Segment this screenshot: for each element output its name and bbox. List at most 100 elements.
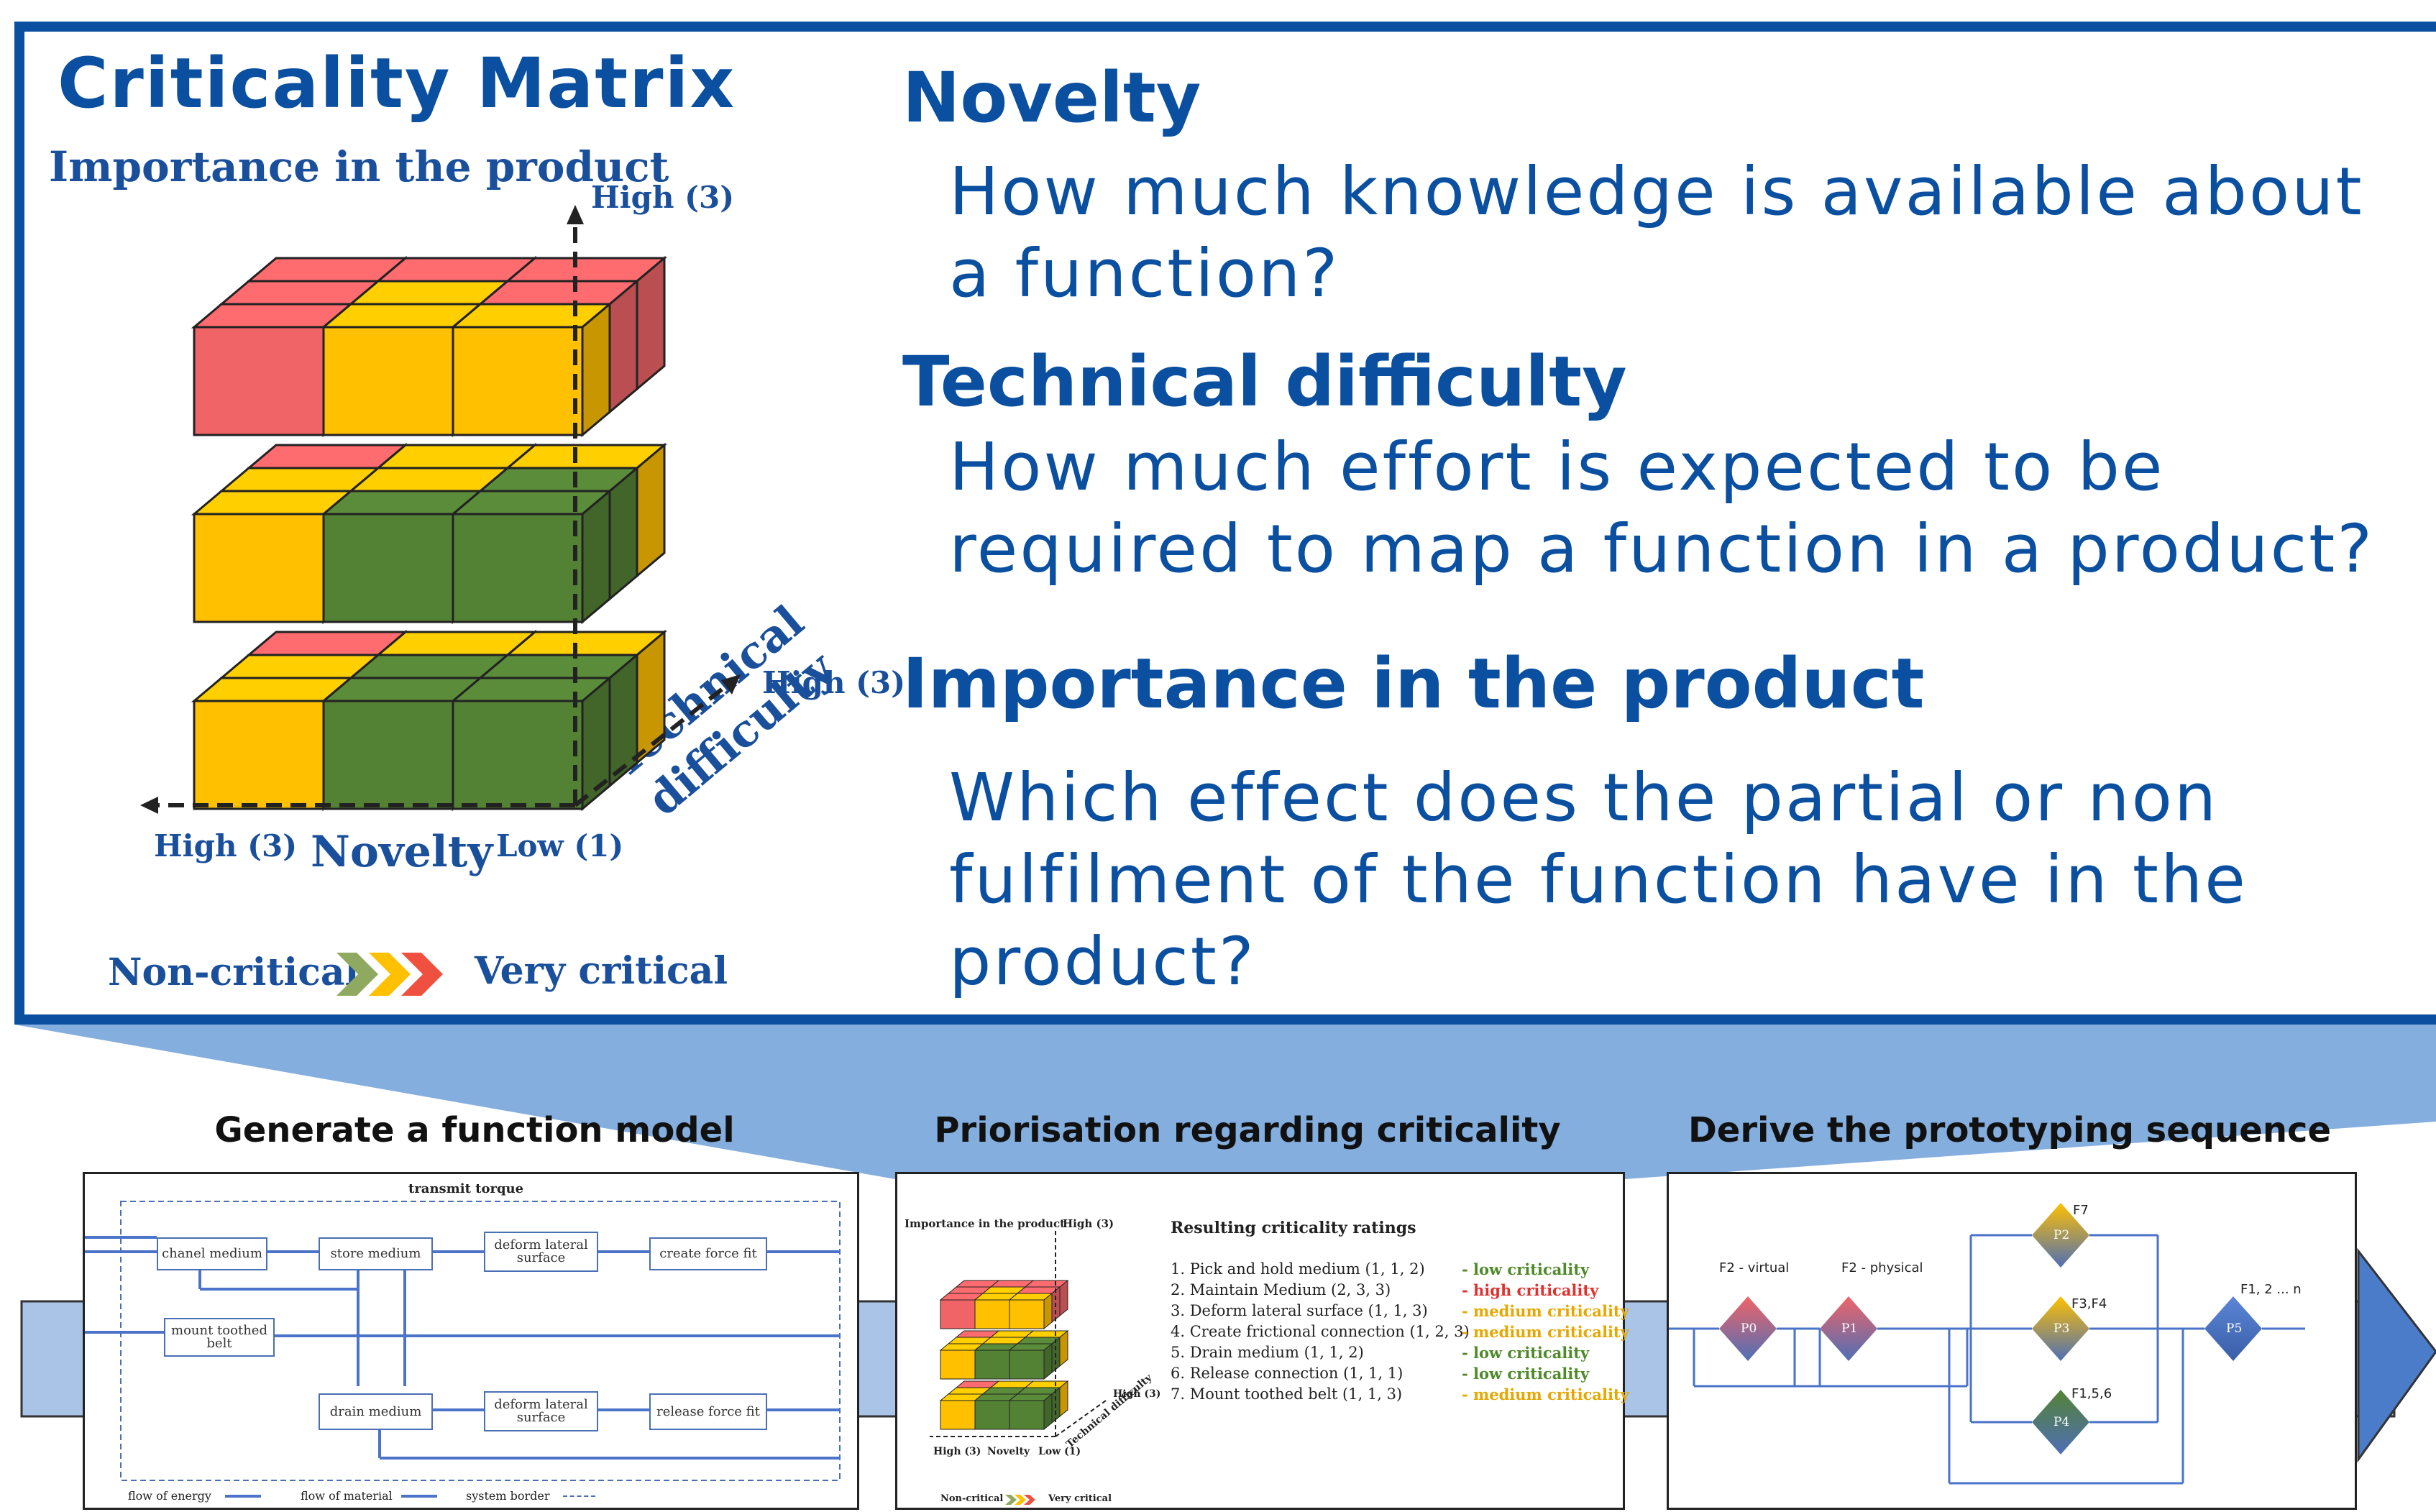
- cube-front-face: [974, 1400, 1010, 1430]
- seq-label-f156: F1,5,6: [2071, 1386, 2112, 1401]
- rating-item: 7. Mount toothed belt (1, 1, 3): [1171, 1385, 1403, 1403]
- legend-non-critical: Non-critical: [108, 950, 360, 994]
- node-p0-shape: [1719, 1296, 1777, 1361]
- rating-row: 3. Deform lateral surface (1, 1, 3) - med…: [1171, 1302, 1629, 1322]
- mini-legend-high: Very critical: [1048, 1493, 1112, 1504]
- fm-box-create-force-fit: create force fit: [649, 1237, 767, 1270]
- cube-side-face: [581, 301, 611, 438]
- cube-front-face: [940, 1299, 976, 1329]
- function-model-title: transmit torque: [408, 1181, 524, 1196]
- importance-description: Which effect does the partial or non ful…: [949, 757, 2248, 1003]
- cube-side-face: [1043, 1393, 1053, 1431]
- cube-side-face: [608, 278, 638, 415]
- criticality-cube-matrix: [140, 205, 741, 814]
- technical-line-1: How much effort is expected to be: [949, 429, 2165, 505]
- rating-row: 6. Release connection (1, 1, 1) - low cri…: [1171, 1365, 1624, 1385]
- x-axis-label: Novelty: [311, 827, 493, 877]
- rating-item: 6. Release connection (1, 1, 1): [1171, 1365, 1404, 1382]
- chevron-yellow: [369, 953, 411, 996]
- y-axis-arrow: [567, 205, 584, 224]
- cube-side-face: [581, 488, 611, 625]
- cube-front-face: [1009, 1400, 1045, 1430]
- legend-system-border: system border: [466, 1489, 550, 1503]
- rating-item: 1. Pick and hold medium (1, 1, 2): [1171, 1260, 1425, 1278]
- mini-depth-high: High (3): [1113, 1388, 1161, 1400]
- fm-box-deform-lateral-1: deform lateral surface: [484, 1232, 598, 1272]
- rating-row: 2. Maintain Medium (2, 3, 3)- high criti…: [1171, 1281, 1624, 1301]
- rating-level: - low criticality: [1462, 1344, 1590, 1362]
- cube-front-face: [940, 1350, 976, 1380]
- function-model-panel: transmit torque chanel medium store medi…: [83, 1172, 859, 1510]
- fm-box-store-medium: store medium: [319, 1237, 433, 1270]
- rating-level: - low criticality: [1462, 1365, 1590, 1383]
- mini-x-label: Novelty: [987, 1446, 1030, 1457]
- main-frame: [14, 22, 2436, 1025]
- sequence-diagram: [1669, 1203, 2305, 1485]
- cube-side-face: [1059, 1329, 1068, 1367]
- seq-label-f2-virtual: F2 - virtual: [1719, 1260, 1790, 1275]
- y-high-label: High (3): [591, 180, 735, 215]
- node-p1-shape: [1820, 1296, 1877, 1361]
- node-p0-label: P0: [1741, 1321, 1757, 1336]
- heading-novelty: Novelty: [902, 58, 1201, 138]
- y-axis-label: Importance in the product: [49, 142, 669, 191]
- fm-box-release-force-fit: release force fit: [649, 1393, 767, 1430]
- rating-item: 3. Deform lateral surface (1, 1, 3): [1171, 1302, 1428, 1319]
- rating-level: - high criticality: [1462, 1281, 1599, 1299]
- mini-x-high: High (3): [933, 1446, 981, 1457]
- mini-cube-matrix: [930, 1228, 1107, 1437]
- node-p1-label: P1: [1841, 1321, 1858, 1336]
- cube-side-face: [1043, 1342, 1053, 1380]
- cube-front-face: [193, 326, 325, 436]
- mini-depth-axis: [1055, 1400, 1107, 1437]
- cube-front-face: [452, 326, 584, 436]
- cube-front-face: [1009, 1350, 1045, 1380]
- cube-side-face: [1059, 1380, 1068, 1418]
- legend-energy-arrow: [225, 1495, 261, 1498]
- importance-line-2: fulfilment of the function have in the: [949, 841, 2248, 918]
- rating-row: 1. Pick and hold medium (1, 1, 2) - low c…: [1171, 1260, 1624, 1280]
- ratings-title: Resulting criticality ratings: [1171, 1219, 1416, 1237]
- matrix-title: Criticality Matrix: [58, 43, 736, 124]
- rating-row: 5. Drain medium (1, 1, 2) - low criticali…: [1171, 1344, 1624, 1364]
- cube-front-face: [452, 700, 584, 810]
- function-model-connectors: [85, 1201, 841, 1481]
- cube-front-face: [974, 1350, 1010, 1380]
- fm-box-drain-medium: drain medium: [319, 1393, 433, 1430]
- seq-label-f3f4: F3,F4: [2071, 1296, 2107, 1311]
- node-p2-shape: [2032, 1203, 2089, 1268]
- node-p5-shape: [2204, 1296, 2262, 1361]
- mini-y-label: Importance in the product: [905, 1217, 1066, 1230]
- novelty-line-2: a function?: [949, 235, 1340, 312]
- heading-importance: Importance in the product: [902, 643, 1925, 724]
- cube-front-face: [322, 326, 454, 436]
- rating-level: - medium criticality: [1462, 1385, 1629, 1403]
- novelty-description: How much knowledge is available about a …: [949, 151, 2364, 315]
- cube-side-face: [608, 465, 638, 602]
- heading-technical-difficulty: Technical difficulty: [902, 342, 1627, 422]
- step-title-function-model: Generate a function model: [214, 1110, 735, 1150]
- depth-axis-arrow: [721, 674, 741, 695]
- cube-side-face: [581, 675, 611, 812]
- cube-side-face: [1043, 1292, 1053, 1330]
- rating-row: 4. Create frictional connection (1, 2, 3…: [1171, 1323, 1629, 1343]
- mini-y-high: High (3): [1063, 1217, 1114, 1230]
- cube-front-face: [193, 513, 325, 623]
- cube-side-face: [636, 255, 666, 392]
- rating-level: - low criticality: [1462, 1260, 1590, 1278]
- cube-front-face: [322, 513, 454, 623]
- legend-material: flow of material: [301, 1489, 393, 1503]
- importance-line-3: product?: [949, 923, 1256, 1000]
- node-p2-label: P2: [2053, 1228, 2070, 1242]
- depth-axis-line: [574, 681, 731, 807]
- rating-level: - medium criticality: [1462, 1302, 1629, 1320]
- rating-item: 5. Drain medium (1, 1, 2): [1171, 1344, 1364, 1361]
- rating-level: - medium criticality: [1462, 1323, 1629, 1341]
- legend-very-critical: Very critical: [475, 949, 728, 993]
- rating-row: 7. Mount toothed belt (1, 1, 3) - medium …: [1171, 1385, 1629, 1406]
- seq-label-f1-n: F1, 2 ... n: [2240, 1282, 2302, 1297]
- technical-line-2: required to map a function in a product?: [949, 510, 2375, 587]
- cube-front-face: [322, 700, 454, 810]
- sequence-panel: F2 - virtual F2 - physical F7 F3,F4 F1,5…: [1667, 1172, 2357, 1510]
- legend-border-dash: [563, 1495, 595, 1497]
